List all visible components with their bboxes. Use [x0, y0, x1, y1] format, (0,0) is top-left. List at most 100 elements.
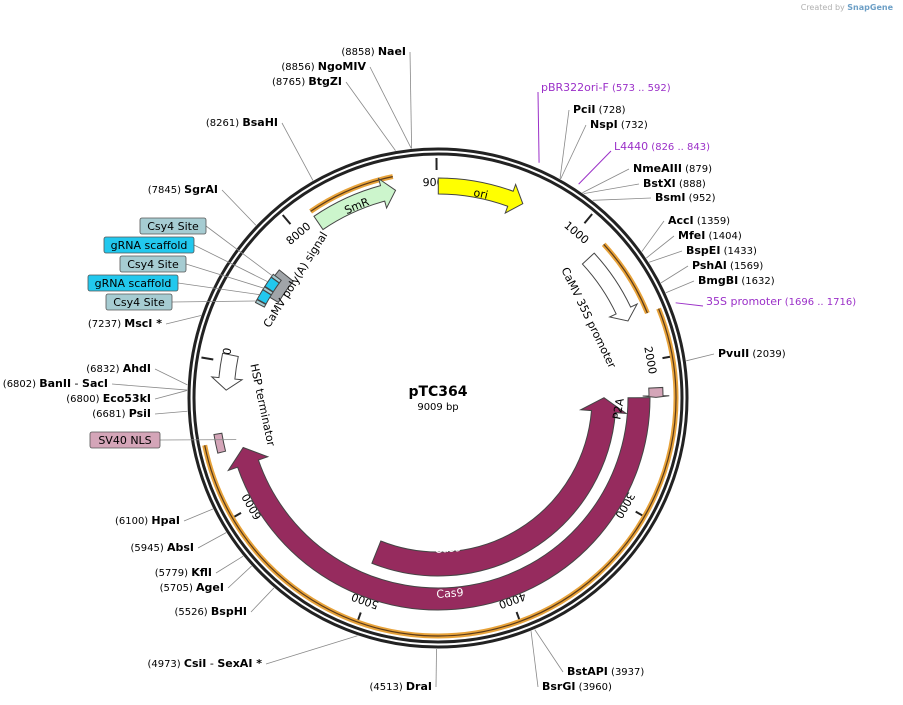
site-line [197, 532, 227, 549]
site-line [641, 220, 665, 252]
site-label-nspi[interactable]: NspI (732) [590, 118, 648, 131]
site-label-bmgbi[interactable]: BmgBI (1632) [698, 274, 775, 287]
feature-box-label[interactable]: Csy4 Site [113, 296, 165, 309]
site-line [281, 122, 314, 181]
orf-arc-center [204, 445, 521, 637]
site-line [409, 51, 413, 149]
feature-box-label[interactable]: gRNA scaffold [95, 277, 172, 290]
crrna-segment[interactable] [270, 273, 282, 284]
site-line [534, 629, 564, 673]
site-line [250, 587, 275, 613]
site-label-naei[interactable]: (8858) NaeI [341, 45, 406, 58]
p2a-feature[interactable] [642, 386, 670, 398]
site-line [154, 390, 188, 400]
site-label-acci[interactable]: AccI (1359) [668, 214, 730, 227]
site-label-agei[interactable]: (5705) AgeI [160, 581, 224, 594]
site-label-kfli[interactable]: (5779) KflI [155, 566, 212, 579]
site-line [165, 315, 202, 325]
site-line [530, 631, 539, 688]
site-label-ngomiv[interactable]: (8856) NgoMIV [281, 60, 366, 73]
tick-mark [201, 356, 214, 361]
site-label-absi[interactable]: (5945) AbsI [131, 541, 194, 554]
cas9-inner-feature[interactable] [371, 397, 628, 577]
site-label-bsmi[interactable]: BsmI (952) [655, 191, 716, 204]
site-label-drai[interactable]: (4513) DraI [369, 680, 432, 693]
site-line [660, 265, 689, 284]
p2a-label: P2A [610, 397, 627, 421]
site-line [435, 648, 437, 688]
site-label-bsphi[interactable]: (5526) BspHI [174, 605, 247, 618]
tick-label: 1000 [562, 219, 592, 247]
camv-35s-promoter-feature[interactable] [581, 252, 639, 322]
site-label-btgzi[interactable]: (8765) BtgZI [272, 75, 342, 88]
box-line [171, 300, 257, 303]
site-label-csii[interactable]: (4973) CsiI - SexAI * [147, 657, 262, 670]
site-label-ahdi[interactable]: (6832) AhdI [86, 362, 151, 375]
site-line [183, 508, 214, 522]
site-label-mfei[interactable]: MfeI (1404) [678, 229, 742, 242]
backbone-inner-strand [192, 152, 684, 644]
primer-line [675, 302, 704, 307]
feature-box[interactable] [119, 255, 187, 273]
primer-line [578, 150, 612, 185]
orf-arc-center [519, 308, 677, 622]
site-lines-layer [111, 51, 715, 688]
sv40-nls-feature[interactable] [213, 432, 227, 454]
site-label-nmeaiii[interactable]: NmeAIII (879) [633, 162, 712, 175]
plasmid-name: pTC364 [408, 384, 467, 400]
site-label-hpai[interactable]: (6100) HpaI [115, 514, 180, 527]
site-line [649, 250, 683, 263]
primer-line [537, 91, 540, 163]
site-label-pshai[interactable]: PshAI (1569) [692, 259, 763, 272]
ori-feature[interactable] [437, 177, 524, 215]
site-line [154, 368, 188, 386]
feature-box[interactable] [105, 293, 173, 311]
site-label-bstxi[interactable]: BstXI (888) [643, 177, 706, 190]
feature-box[interactable] [103, 236, 195, 254]
site-label-pvuii[interactable]: PvuII (2039) [718, 347, 786, 360]
box-line [205, 225, 273, 277]
box-line [177, 282, 260, 296]
plasmid-size: 9009 bp [417, 402, 458, 413]
site-label-bstapi[interactable]: BstAPI (3937) [567, 665, 644, 678]
feature-box-label[interactable]: SV40 NLS [98, 434, 151, 447]
site-label-sgrai[interactable]: (7845) SgrAI [148, 183, 218, 196]
site-line [369, 66, 412, 149]
site-label-msci[interactable]: (7237) MscI * [88, 317, 162, 330]
site-line [111, 383, 188, 391]
site-label-bsrgi[interactable]: BsrGI (3960) [542, 680, 612, 693]
site-label-banii[interactable]: (6802) BanII - SacI [3, 377, 108, 390]
site-label-bspei[interactable]: BspEI (1433) [686, 244, 757, 257]
hsp-terminator-feature[interactable] [210, 352, 244, 391]
smr-feature[interactable] [313, 177, 397, 231]
feature-box[interactable] [139, 217, 207, 235]
feature-box-label[interactable]: Csy4 Site [127, 258, 179, 271]
hsp-terminator-label: HSP terminator [247, 363, 277, 448]
site-label-pcii[interactable]: PciI (728) [573, 103, 626, 116]
site-line [686, 353, 715, 362]
crrna-segment[interactable] [254, 299, 267, 308]
feature-box-label[interactable]: gRNA scaffold [111, 239, 188, 252]
site-label-bsahi[interactable]: (8261) BsaHI [206, 116, 278, 129]
site-line [345, 81, 396, 151]
site-label-psii[interactable]: (6681) PsiI [92, 407, 151, 420]
feature-box[interactable] [87, 274, 179, 292]
site-labels-layer: PciI (728) NspI (732) NmeAIII (879) BstXI (… [3, 45, 856, 693]
site-line [592, 197, 652, 201]
site-line [227, 565, 252, 589]
cas9-outer-label: Cas9 [436, 586, 464, 601]
backbone-outer-strand [187, 147, 689, 649]
primer-label[interactable]: L4440 (826 .. 843) [614, 140, 710, 153]
feature-box[interactable] [89, 431, 161, 449]
primer-label[interactable]: pBR322ori-F (573 .. 592) [541, 81, 671, 94]
cas9-inner-label: Cas9 [434, 541, 462, 556]
primer-label[interactable]: 35S promoter (1696 .. 1716) [706, 295, 856, 308]
site-line [646, 235, 675, 259]
feature-box-label[interactable]: Csy4 Site [147, 220, 199, 233]
site-line [215, 555, 244, 574]
crrna-segment[interactable] [262, 286, 274, 296]
cas9-outer-feature[interactable] [227, 397, 651, 611]
site-label-eco53ki[interactable]: (6800) Eco53kI [66, 392, 151, 405]
